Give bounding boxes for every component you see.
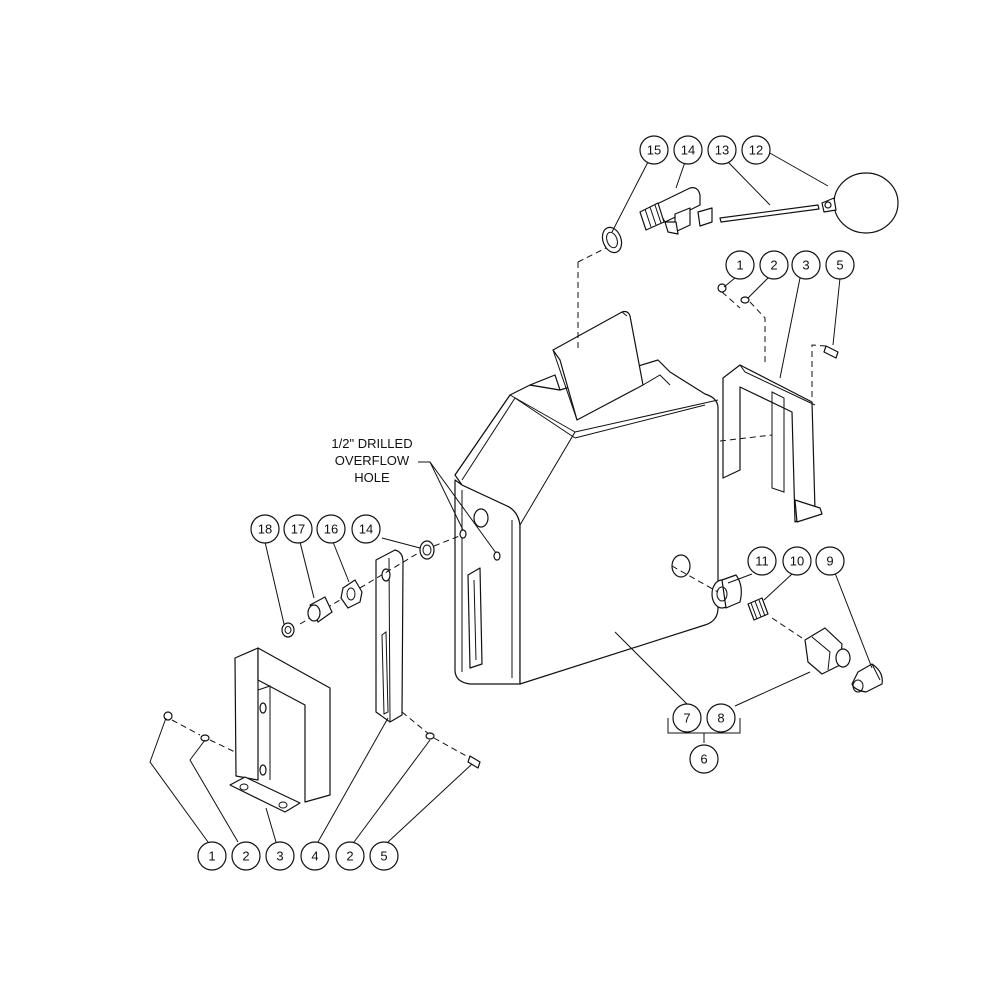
callout-17: 17	[283, 514, 313, 544]
callouts: 15 14 13 12 1 2 3 5 18 17 16 14 11 10 9 …	[197, 135, 855, 871]
svg-text:1: 1	[208, 849, 215, 864]
callout-10: 10	[782, 546, 812, 576]
callout-2-bottom-a: 2	[231, 841, 261, 871]
callout-13: 13	[707, 135, 737, 165]
callout-6: 6	[689, 744, 719, 774]
svg-text:6: 6	[700, 752, 707, 767]
right-bracket	[717, 283, 839, 523]
svg-text:9: 9	[826, 554, 833, 569]
svg-text:2: 2	[242, 849, 249, 864]
leader-lines	[149, 151, 873, 843]
svg-text:5: 5	[836, 258, 843, 273]
callout-1-bottom: 1	[197, 841, 227, 871]
callout-5-right: 5	[825, 250, 855, 280]
callout-9: 9	[815, 546, 845, 576]
svg-text:2: 2	[770, 258, 777, 273]
svg-text:3: 3	[802, 258, 809, 273]
svg-text:1: 1	[736, 258, 743, 273]
callout-12: 12	[741, 135, 771, 165]
svg-text:11: 11	[755, 554, 769, 569]
svg-text:3: 3	[276, 849, 283, 864]
callout-4-bottom: 4	[300, 841, 330, 871]
svg-text:8: 8	[717, 711, 724, 726]
callout-16: 16	[316, 514, 346, 544]
svg-text:2: 2	[346, 849, 353, 864]
callout-3-bottom: 3	[265, 841, 295, 871]
callout-3-right: 3	[791, 250, 821, 280]
callout-14-left: 14	[351, 514, 381, 544]
svg-text:7: 7	[683, 711, 690, 726]
callout-14-top: 14	[673, 135, 703, 165]
overflow-note: 1/2" DRILLED OVERFLOW HOLE	[331, 436, 412, 485]
tank	[454, 310, 719, 685]
note-line-3: HOLE	[354, 470, 390, 485]
drain-fittings	[671, 565, 883, 693]
svg-text:14: 14	[359, 522, 373, 537]
callout-1-right: 1	[725, 250, 755, 280]
callout-2-right: 2	[759, 250, 789, 280]
note-line-1: 1/2" DRILLED	[331, 436, 412, 451]
float-valve-assembly	[577, 172, 899, 352]
svg-text:4: 4	[311, 849, 318, 864]
callout-2-bottom-b: 2	[335, 841, 365, 871]
svg-text:18: 18	[258, 522, 272, 537]
note-line-2: OVERFLOW	[335, 453, 410, 468]
bottom-left-bracket	[163, 647, 481, 813]
callout-18: 18	[250, 514, 280, 544]
left-bracket	[281, 534, 463, 736]
svg-text:10: 10	[790, 554, 804, 569]
svg-text:13: 13	[715, 143, 729, 158]
svg-text:14: 14	[681, 143, 695, 158]
callout-7: 7	[672, 703, 702, 733]
callout-5-bottom: 5	[369, 841, 399, 871]
svg-text:15: 15	[647, 143, 661, 158]
svg-text:16: 16	[324, 522, 338, 537]
svg-text:5: 5	[380, 849, 387, 864]
callout-11: 11	[747, 546, 777, 576]
svg-text:12: 12	[749, 143, 763, 158]
callout-15-top: 15	[639, 135, 669, 165]
callout-8: 8	[706, 703, 736, 733]
svg-text:17: 17	[291, 522, 305, 537]
